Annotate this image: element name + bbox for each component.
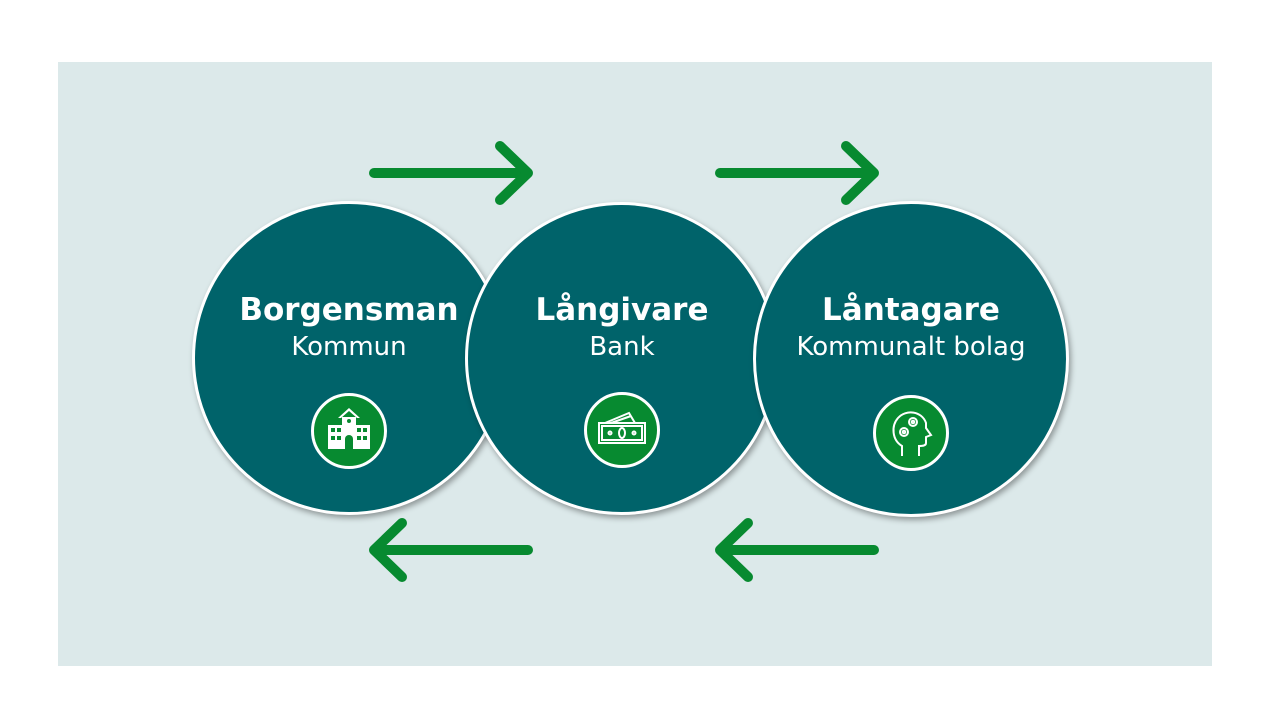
banknote-icon (584, 392, 660, 468)
arrow-left-2-icon (715, 518, 879, 582)
arrow-right-1-icon (369, 141, 533, 205)
node-subtitle: Kommun (291, 332, 407, 362)
node-title: Borgensman (239, 292, 459, 328)
node-title: Låntagare (822, 292, 1000, 328)
node-subtitle: Kommunalt bolag (796, 332, 1026, 362)
arrow-left-1-icon (369, 518, 533, 582)
node-subtitle: Bank (589, 332, 655, 362)
head-gears-icon (873, 395, 949, 471)
building-icon (311, 393, 387, 469)
arrow-right-2-icon (715, 141, 879, 205)
node-title: Långivare (535, 292, 709, 328)
